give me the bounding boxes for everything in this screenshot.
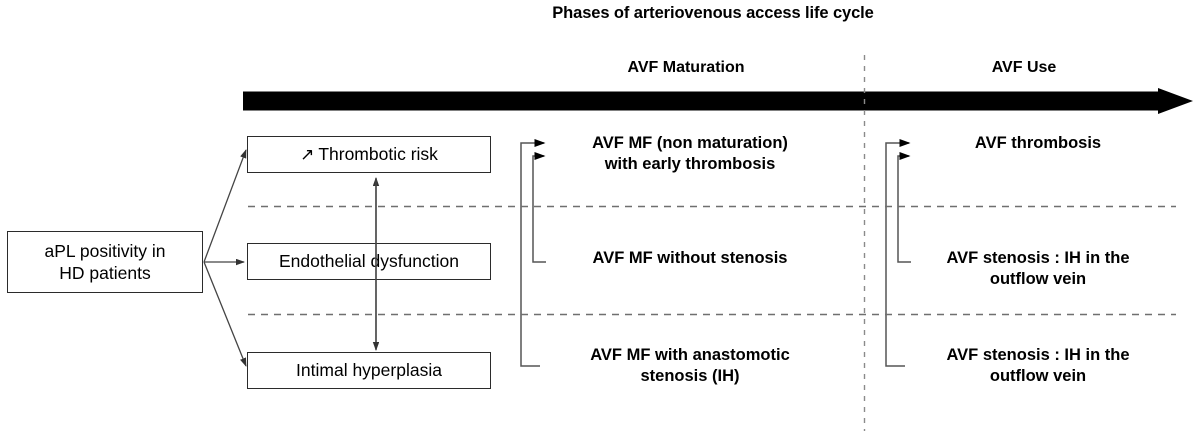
outcome-use-row-3-line-2: outflow vein — [989, 367, 1087, 386]
outcome-maturation-row-1-line-2: with early thrombosis — [604, 155, 776, 174]
bracket-use-inner — [897, 152, 911, 263]
column-header-avf-use: AVF Use — [991, 59, 1057, 76]
mechanism-box-thrombotic-risk-label: Thrombotic risk — [318, 144, 438, 165]
connector-apl-to-intimal-hyperplasia — [203, 261, 247, 367]
figure-title-text: Phases of arteriovenous access life cycl… — [552, 4, 874, 22]
outcome-use-row-1: AVF thrombosis — [888, 133, 1188, 154]
outcome-maturation-row-2: AVF MF without stenosis — [530, 248, 850, 269]
mechanism-box-endothelial-dysfunction-label: Endothelial dysfunction — [279, 251, 459, 272]
outcome-maturation-row-3-line-1: AVF MF with anastomotic — [590, 346, 790, 364]
outcome-use-row-3-line-1: AVF stenosis : IH in the — [946, 346, 1130, 364]
connector-apl-to-thrombotic-risk — [203, 149, 247, 263]
outcome-use-row-2: AVF stenosis : IH in the outflow vein — [888, 248, 1188, 291]
outcome-maturation-row-1-line-1: AVF MF (non maturation) — [592, 134, 788, 152]
outcome-use-row-2-line-2: outflow vein — [989, 270, 1087, 289]
figure-title: Phases of arteriovenous access life cycl… — [0, 4, 1200, 23]
mechanism-box-endothelial-dysfunction: Endothelial dysfunction — [247, 243, 491, 280]
source-box-line-2: HD patients — [59, 263, 151, 283]
outcome-maturation-row-2-line-1: AVF MF without stenosis — [592, 249, 788, 267]
outcome-use-row-1-line-1: AVF thrombosis — [974, 134, 1102, 152]
source-box-line-1: aPL positivity in — [44, 240, 166, 261]
mechanism-box-thrombotic-risk: ↗ Thrombotic risk — [247, 136, 491, 173]
outcome-maturation-row-3: AVF MF with anastomotic stenosis (IH) — [530, 345, 850, 388]
outcome-use-row-2-line-1: AVF stenosis : IH in the — [946, 249, 1130, 267]
source-box-apl-positivity: aPL positivity in HD patients — [7, 231, 203, 293]
mechanism-box-intimal-hyperplasia-label: Intimal hyperplasia — [296, 360, 442, 381]
column-header-avf-maturation: AVF Maturation — [627, 59, 745, 76]
increase-arrow-icon: ↗ — [300, 144, 315, 164]
mechanism-box-intimal-hyperplasia: Intimal hyperplasia — [247, 352, 491, 389]
outcome-maturation-row-3-line-2: stenosis (IH) — [640, 367, 740, 386]
outcome-use-row-3: AVF stenosis : IH in the outflow vein — [888, 345, 1188, 388]
outcome-maturation-row-1: AVF MF (non maturation) with early throm… — [530, 133, 850, 176]
life-cycle-timeline-arrow — [243, 88, 1193, 114]
